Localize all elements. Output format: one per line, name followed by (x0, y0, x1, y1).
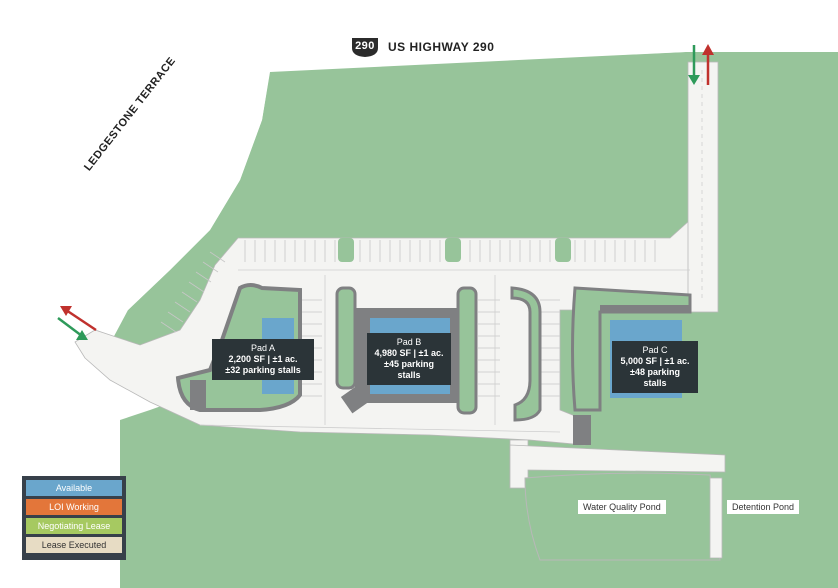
pad-c-size: 5,000 SF | ±1 ac. (620, 356, 690, 366)
pad-b-size: 4,980 SF | ±1 ac. (374, 348, 444, 358)
pond-area (524, 472, 721, 561)
ledgestone-band (0, 72, 270, 345)
pad-b-label[interactable]: Pad B 4,980 SF | ±1 ac. ±45 parking stal… (367, 333, 451, 385)
center-island (510, 286, 542, 422)
pad-a-label[interactable]: Pad A 2,200 SF | ±1 ac. ±32 parking stal… (212, 339, 314, 380)
pad-b-parking: ±45 parking stalls (384, 359, 434, 380)
status-legend: Available LOI Working Negotiating Lease … (22, 476, 126, 560)
highway-label: US HIGHWAY 290 (388, 40, 495, 54)
highway-shield-number: 290 (355, 40, 375, 52)
lane-lines (199, 70, 703, 433)
service-road-turn (509, 444, 726, 489)
pad-b-island-right (456, 286, 478, 415)
pad-c-label[interactable]: Pad C 5,000 SF | ±1 ac. ±48 parking stal… (612, 341, 698, 393)
pad-a-size: 2,200 SF | ±1 ac. (228, 354, 298, 364)
pond-divider (709, 477, 723, 559)
pad-b-island-left (335, 286, 357, 390)
parking-stalls-top (244, 240, 656, 262)
water-quality-pond-label: Water Quality Pond (578, 500, 666, 514)
pad-b-title: Pad B (396, 337, 422, 347)
legend-lease-executed: Lease Executed (26, 537, 122, 553)
pad-c-dumpster (573, 415, 591, 445)
highway-entrance-arrows (688, 44, 714, 85)
top-islands (338, 238, 571, 262)
legend-loi-working: LOI Working (26, 499, 122, 515)
highway-band (0, 0, 838, 80)
highway-shield-icon (352, 38, 378, 57)
pad-c-island (571, 286, 692, 412)
pad-c-surround (600, 305, 690, 313)
pad-b-dumpster (340, 386, 368, 414)
ledgestone-entrance-arrows (57, 306, 97, 340)
pad-a-dumpster (190, 380, 206, 410)
pad-c-title: Pad C (642, 345, 668, 355)
detention-pond-label: Detention Pond (727, 500, 800, 514)
right-drive (687, 61, 719, 313)
pad-a-parking: ±32 parking stalls (225, 365, 301, 375)
pad-a-title: Pad A (250, 343, 276, 353)
parking-stalls-left (160, 251, 226, 333)
pad-c-parking: ±48 parking stalls (630, 367, 680, 388)
legend-available: Available (26, 480, 122, 496)
legend-negotiating-lease: Negotiating Lease (26, 518, 122, 534)
